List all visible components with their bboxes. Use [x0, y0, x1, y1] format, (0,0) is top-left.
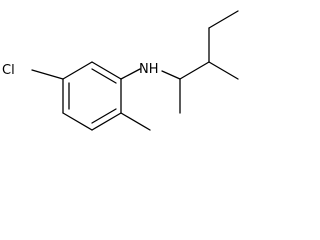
amine-label: NH — [139, 62, 159, 77]
bond-cc-cd — [208, 10, 239, 29]
bond-cb-methyl — [208, 61, 239, 80]
chlorine-label: Cl — [2, 63, 15, 78]
bond-c3-cl — [31, 69, 64, 80]
structure-diagram: Cl NH — [2, 10, 239, 131]
ring-bond-c1-c2 — [91, 61, 122, 80]
ring-double-bond-c5-c6 — [91, 108, 117, 124]
benzene-ring — [62, 61, 122, 131]
ring-double-bond-c1-c2 — [91, 68, 117, 84]
bond-c6-methyl — [120, 112, 151, 131]
bond-ca-cb — [179, 61, 210, 80]
bond-n-ca — [161, 70, 181, 80]
ring-bond-c4-c5 — [62, 112, 93, 131]
ring-bond-c2-c3 — [62, 61, 93, 80]
ring-bond-c5-c6 — [91, 112, 122, 131]
bond-c1-n — [120, 68, 141, 80]
